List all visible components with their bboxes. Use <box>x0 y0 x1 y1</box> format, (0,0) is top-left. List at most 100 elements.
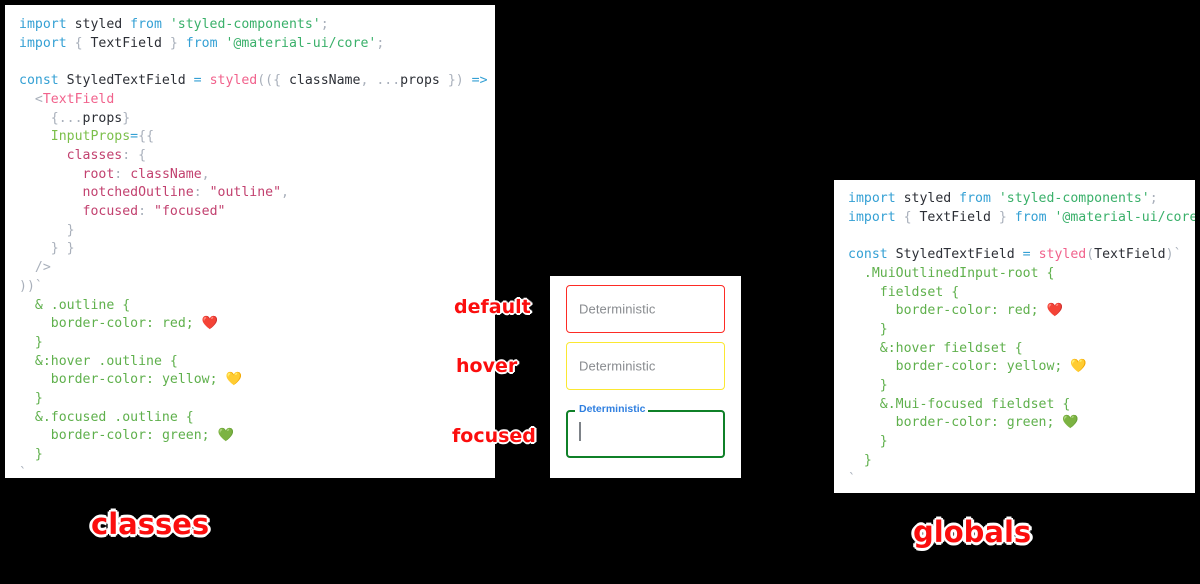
code-token: props <box>400 73 440 89</box>
code-token: } <box>848 452 872 468</box>
code-token: import <box>19 17 75 32</box>
code-line: border-color: green; 💚 <box>848 414 1195 433</box>
caption-classes: classes <box>91 507 210 541</box>
code-token: ` <box>1173 247 1182 263</box>
code-token: 'styled-components' <box>998 191 1150 206</box>
caption-globals: globals <box>913 515 1032 549</box>
code-token: : <box>146 428 162 444</box>
code-token: : <box>114 166 131 182</box>
code-line: import styled from 'styled-components'; <box>848 190 1195 209</box>
code-token: border-color <box>19 428 147 444</box>
code-token: from <box>122 17 170 32</box>
code-line: .MuiOutlinedInput-root { <box>848 265 1195 284</box>
code-token: 💚 <box>217 428 234 444</box>
code-line: border-color: green; 💚 <box>19 427 495 446</box>
code-token: } <box>848 321 888 337</box>
code-token <box>19 204 83 219</box>
code-token: } <box>998 209 1007 225</box>
code-line: &.focused .outline { <box>19 409 495 428</box>
textfield-hover[interactable]: Deterministic <box>566 342 725 390</box>
code-token: styled <box>1038 247 1087 263</box>
code-token: { <box>903 209 912 225</box>
code-token: from <box>177 35 226 51</box>
code-line: &.Mui-focused fieldset { <box>848 396 1195 415</box>
code-token: } <box>19 391 43 407</box>
textfield-default[interactable]: Deterministic <box>566 285 725 333</box>
code-token: 💛 <box>1070 359 1087 375</box>
code-token: /> <box>19 260 51 276</box>
code-line: ))` <box>19 278 495 297</box>
code-line: notchedOutline: "outline", <box>19 184 495 203</box>
code-token: : <box>138 204 154 220</box>
code-line: const StyledTextField = styled(TextField… <box>848 246 1195 265</box>
code-token: border-color: red; <box>848 303 1047 319</box>
code-line: } <box>19 390 495 409</box>
code-token: (( <box>257 73 274 89</box>
code-token: 💚 <box>1062 415 1079 431</box>
code-line: classes: { <box>19 147 495 166</box>
code-token: } <box>19 334 43 350</box>
code-token: root <box>82 166 115 182</box>
code-token: TextField <box>42 91 115 107</box>
code-token: "focused" <box>154 204 226 220</box>
code-token: = <box>1014 247 1039 263</box>
code-line <box>19 53 495 72</box>
code-token: {... <box>19 110 83 126</box>
code-token: } <box>439 73 456 89</box>
code-line: } } <box>19 240 495 259</box>
code-line: border-color: red; ❤️ <box>848 302 1195 321</box>
code-classes: import styled from 'styled-components';i… <box>5 5 495 478</box>
code-token: from <box>951 191 999 206</box>
text-caret <box>579 422 581 441</box>
code-token: import <box>19 35 75 51</box>
code-line: } <box>848 377 1195 396</box>
textfield-demo-panel: Deterministic Deterministic Deterministi… <box>550 276 741 478</box>
code-token: styled <box>74 17 123 32</box>
code-token: & .outline { <box>19 297 131 313</box>
code-line: {...props} <box>19 110 495 129</box>
code-token: .MuiOutlinedInput-root { <box>848 265 1055 281</box>
code-line: import { TextField } from '@material-ui/… <box>19 35 495 54</box>
code-token: , <box>201 166 210 182</box>
code-token: { <box>74 35 83 51</box>
code-token <box>19 148 67 163</box>
code-token: TextField <box>911 209 999 225</box>
code-token: ) <box>1165 247 1174 263</box>
code-line: } <box>19 222 495 241</box>
code-token: } <box>19 222 75 238</box>
code-token: from <box>1006 209 1055 225</box>
annotation-hover: hover <box>456 355 518 377</box>
code-line: const StyledTextField = styled(({ classN… <box>19 72 495 91</box>
code-token: = <box>130 129 139 145</box>
code-token: StyledTextField <box>895 247 1015 263</box>
code-token: ( <box>1086 247 1095 263</box>
code-token: "outline" <box>209 185 282 201</box>
code-line: root: className, <box>19 166 495 185</box>
textfield-hover-value: Deterministic <box>579 358 656 374</box>
code-token: classes <box>66 147 123 163</box>
code-token: notchedOutline <box>82 185 194 201</box>
code-token: &.Mui-focused fieldset { <box>848 396 1071 412</box>
code-token: TextField <box>82 35 170 51</box>
code-token: ` <box>848 471 856 487</box>
code-token: className <box>130 166 202 182</box>
code-token: 💛 <box>225 372 242 388</box>
code-line: border-color: red; ❤️ <box>19 315 495 334</box>
code-token: { <box>138 147 147 163</box>
code-token: } <box>848 378 888 394</box>
textfield-focused[interactable]: Deterministic <box>566 403 725 458</box>
code-line: border-color: yellow; 💛 <box>19 371 495 390</box>
code-token: '@material-ui/core' <box>1054 209 1195 225</box>
code-token <box>19 185 83 200</box>
code-token: : <box>146 316 162 332</box>
code-line: } <box>19 334 495 353</box>
code-token: TextField <box>1094 247 1166 263</box>
code-token: 'styled-components' <box>169 17 321 32</box>
code-token: props <box>82 110 123 126</box>
code-token: ) <box>455 73 472 89</box>
code-token: < <box>19 91 43 107</box>
code-line: InputProps={{ <box>19 128 495 147</box>
code-token: red; <box>161 316 202 332</box>
code-line: import { TextField } from '@material-ui/… <box>848 209 1195 228</box>
code-token: } } <box>19 241 75 257</box>
